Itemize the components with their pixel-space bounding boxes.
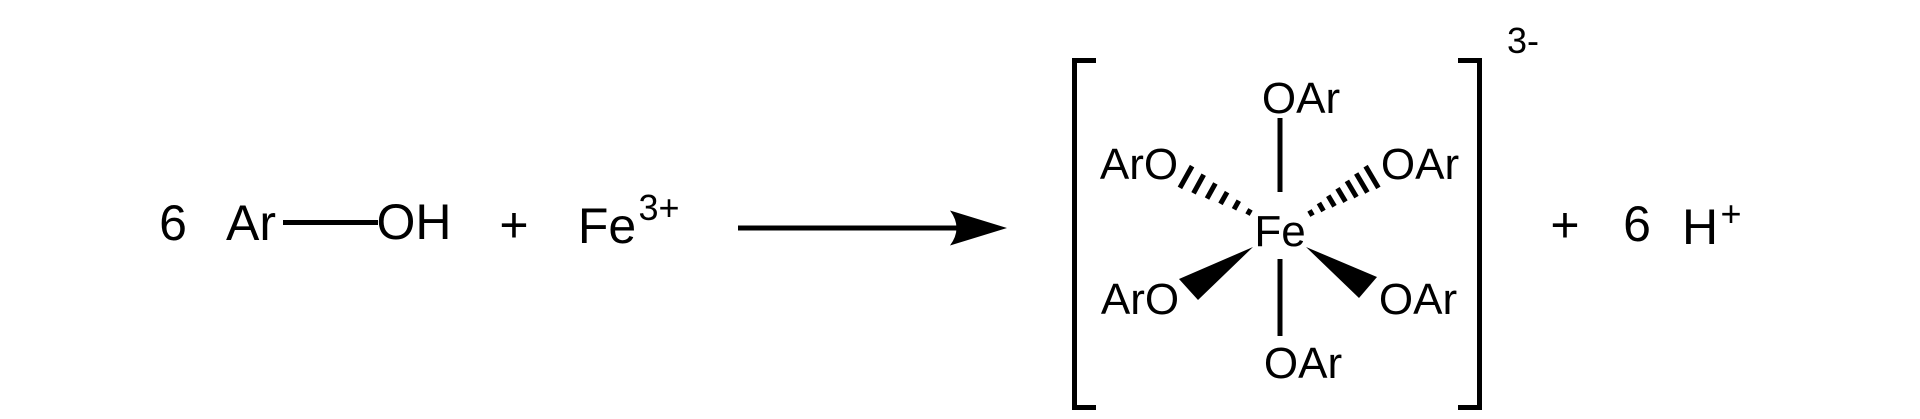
proton-symbol: H <box>1681 199 1719 255</box>
plus-sign-reactants: + <box>499 197 529 253</box>
complex-charge-label: 3- <box>1506 20 1540 61</box>
proton-coefficient: 6 <box>1623 196 1651 252</box>
ligand-top-label: OAr <box>1261 74 1341 123</box>
iron-ion-charge: 3+ <box>638 187 680 228</box>
phenol-coefficient: 6 <box>159 195 187 251</box>
central-atom-label: Fe <box>1254 207 1306 256</box>
bracket-right <box>1458 58 1482 410</box>
ligand-upper-left-label: ArO <box>1099 140 1179 189</box>
ligand-lower-left-label: ArO <box>1100 275 1180 324</box>
plus-sign-products: + <box>1550 197 1580 253</box>
aryl-label: Ar <box>226 195 276 251</box>
iron-ion-symbol: Fe <box>577 198 637 254</box>
hashed-wedge-bond-upper-right <box>1307 164 1381 217</box>
proton-charge: + <box>1720 193 1742 234</box>
solid-wedge-bond-lower-left <box>1179 247 1253 300</box>
ligand-lower-right-label: OAr <box>1378 275 1458 324</box>
reaction-arrow-head <box>950 210 1007 246</box>
hydroxyl-label: OH <box>376 194 452 250</box>
bracket-left <box>1072 58 1096 410</box>
solid-wedge-bond-lower-right <box>1306 247 1377 298</box>
ligand-bottom-label: OAr <box>1263 339 1343 388</box>
hashed-wedge-bond-upper-left <box>1177 164 1253 216</box>
reaction-arrow <box>738 210 1007 246</box>
ligand-upper-right-label: OAr <box>1380 140 1460 189</box>
